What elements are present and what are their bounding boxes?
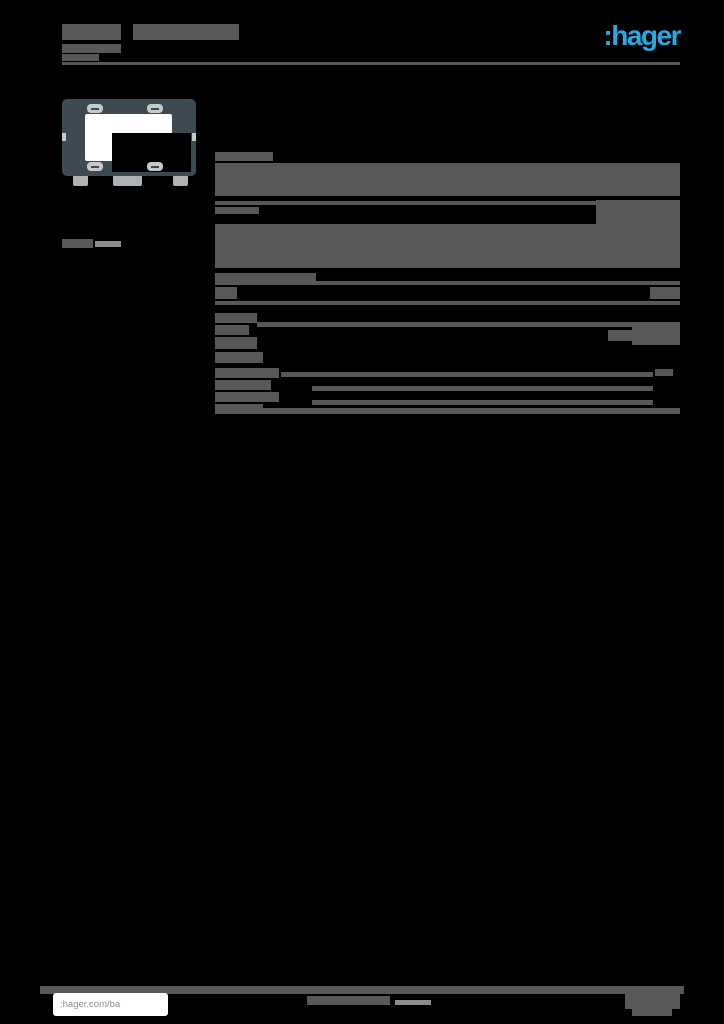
footer-band: [40, 986, 684, 994]
footer-right-tab: [632, 1009, 672, 1016]
spec-row2-right-block: [632, 322, 680, 345]
header-title-word2-bar: [133, 24, 239, 40]
footer-center-light-bar: [395, 1000, 431, 1005]
frame-foot: [173, 176, 188, 186]
spec-row2-label-bar1: [215, 313, 257, 323]
spec-row4-rule1: [281, 372, 653, 377]
hager-logo: :hager: [603, 20, 681, 51]
spec-row2-label-bar3: [215, 337, 257, 349]
header-subtitle-line1-bar: [62, 44, 121, 53]
product-caption-light-bar: [95, 241, 121, 247]
footer-right-block: [625, 986, 680, 1009]
section2-label-bar: [215, 207, 259, 214]
spec-row4-label-bar1: [215, 368, 279, 378]
section1-band: [215, 163, 680, 196]
screw-slot-icon: [91, 107, 99, 110]
spec-row4-label-bar2: [215, 380, 271, 390]
footer-center-bar: [307, 996, 390, 1005]
screw-slot-icon: [91, 165, 99, 168]
spec-row4-rule2: [312, 386, 653, 391]
screw-icon: [87, 104, 103, 113]
description-band: [215, 224, 680, 268]
spec-row1-rule: [215, 281, 680, 285]
product-caption-bar: [62, 239, 93, 248]
section-bottom-rule: [215, 408, 680, 414]
frame-inner-ring: [85, 114, 191, 172]
spec-row2-rule: [215, 301, 680, 305]
product-image: [62, 98, 196, 188]
screw-slot-icon: [151, 107, 159, 110]
footer-link[interactable]: :hager.com/ba: [53, 993, 168, 1016]
screw-icon: [147, 104, 163, 113]
section1-heading-bar: [215, 152, 273, 161]
screw-slot-icon: [151, 165, 159, 168]
frame-side-tick: [192, 133, 196, 141]
spec-row4-label-bar3: [215, 392, 279, 402]
spec-row2-rule2: [257, 322, 680, 327]
spec-row1-value-bar: [650, 287, 680, 299]
frame-foot: [73, 176, 88, 186]
spec-row2-label-bar2: [215, 325, 249, 335]
section2-rule: [215, 201, 680, 205]
spec-row3-stub-bar: [215, 352, 263, 363]
spec-row4-value-stub: [655, 369, 673, 376]
frame-foot: [113, 176, 142, 186]
mounting-frame-drawing: [62, 99, 196, 176]
frame-side-tick: [62, 133, 66, 141]
header-rule: [62, 62, 680, 65]
header-subtitle-line2-bar: [62, 54, 99, 61]
spec-row1-sub-bar: [215, 287, 237, 299]
screw-icon: [147, 162, 163, 171]
spec-row1-label-bar: [215, 273, 316, 282]
spec-row4-rule3: [312, 400, 653, 405]
header-title-word1-bar: [62, 24, 121, 40]
screw-icon: [87, 162, 103, 171]
